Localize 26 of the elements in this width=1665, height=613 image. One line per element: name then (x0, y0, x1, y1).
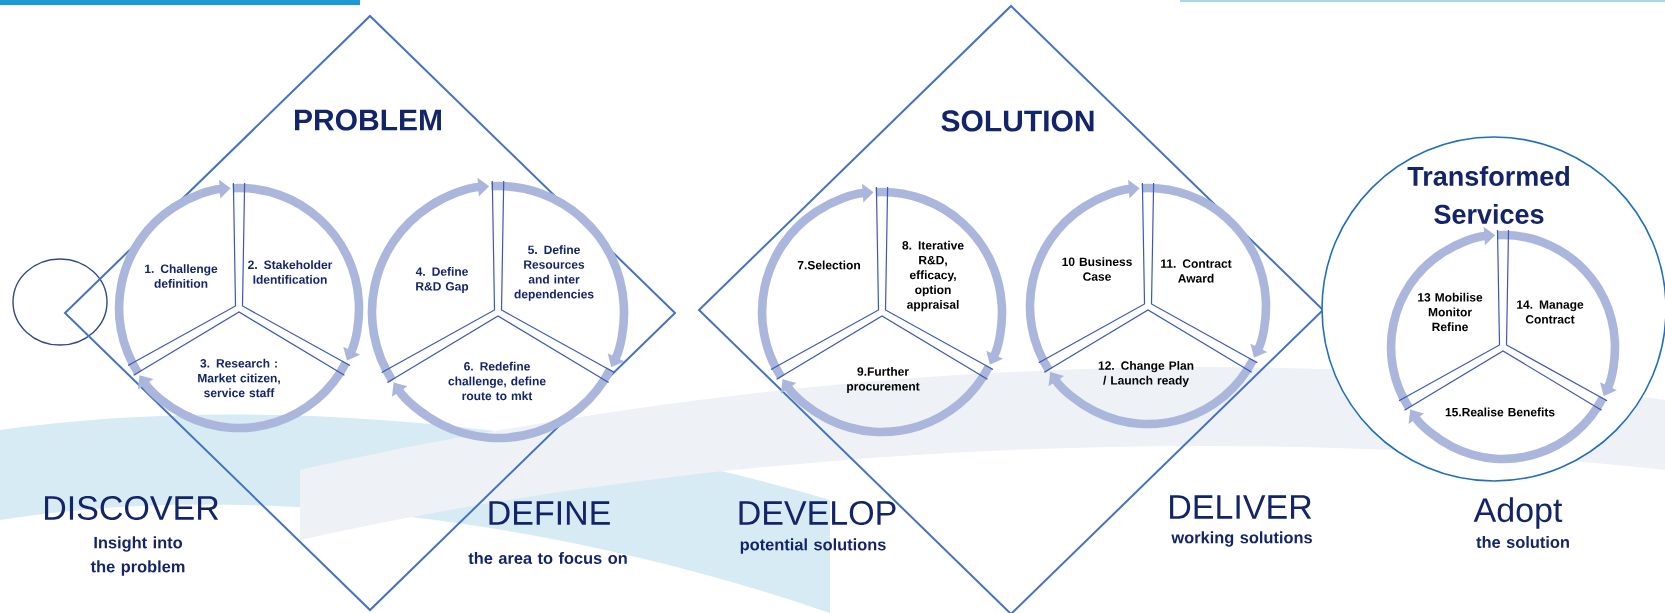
phase-subtitle: potential solutions (740, 538, 886, 554)
cycle-segment: 12. Change Plan / Launch ready (1043, 309, 1253, 387)
phase-title: DISCOVER (45, 495, 219, 521)
phase-title: DELIVER (1170, 495, 1312, 519)
phase-title: Adopt (1473, 497, 1563, 529)
phase-subtitle: the solution (1476, 535, 1569, 548)
phase-title: DEVELOP (739, 500, 896, 526)
node-label: Transformed Services (1407, 166, 1569, 224)
cycle-arrow (875, 187, 1007, 365)
cycle-segment: 3. Research : Market citizen, service staff (133, 311, 345, 398)
cycle-arrow (232, 183, 364, 361)
phase-title: DEFINE (489, 501, 610, 525)
empty-circle (12, 258, 108, 346)
phase-subtitle: working solutions (1171, 531, 1312, 547)
phase-subtitle: the area to focus on (468, 551, 627, 564)
cycle-segment: 14. Manage Contract (1505, 229, 1608, 402)
cycle-arrow (1048, 357, 1257, 429)
cycle-arrow (780, 364, 993, 437)
cycle-arrow (391, 367, 614, 443)
phase-subtitle: Insight into the problem (90, 536, 185, 576)
cycle-segment: 9.Further procurement (776, 315, 988, 393)
cycle-arrow (1141, 183, 1271, 358)
cycle-arrow (137, 360, 350, 433)
cycle-arrow (1408, 395, 1607, 464)
cycle-segment: 6. Redefine challenge, define route to mkt (386, 315, 610, 401)
cycle-segment: 13 Mobilise Monitor Refine (1398, 229, 1501, 402)
